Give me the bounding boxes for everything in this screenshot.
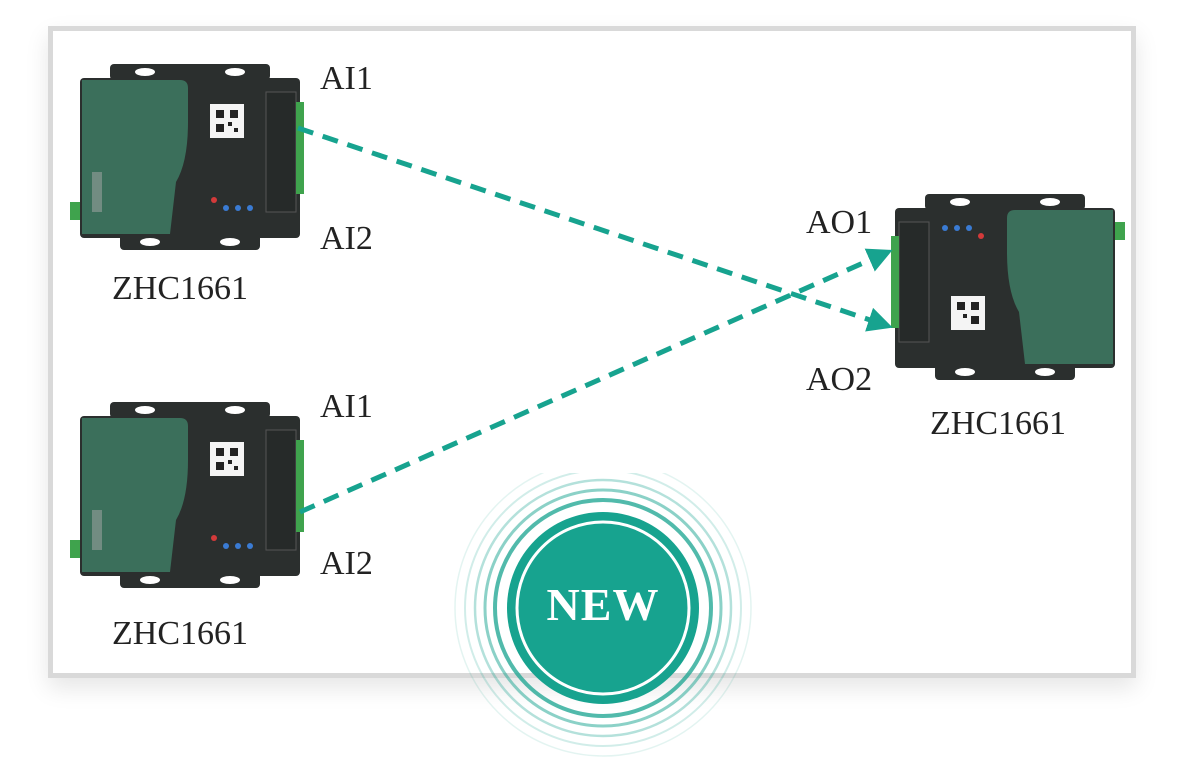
port-label-ai2-bottom: AI2	[320, 545, 373, 582]
connection-arrow-ai1-to-ao2	[297, 125, 893, 332]
port-label-ai1-bottom: AI1	[320, 388, 373, 425]
device-bottom-left	[70, 402, 304, 588]
port-label-ao1: AO1	[806, 204, 873, 241]
connection-arrow-ai2-to-ao1	[298, 248, 893, 515]
device-body	[70, 402, 304, 588]
device-right	[891, 194, 1125, 380]
device-name-bottom-left: ZHC1661	[112, 615, 248, 652]
device-name-right: ZHC1661	[930, 405, 1066, 442]
new-badge	[454, 473, 752, 757]
port-label-ai1-top: AI1	[320, 60, 373, 97]
port-label-ai2-top: AI2	[320, 220, 373, 257]
device-name-top-left: ZHC1661	[112, 270, 248, 307]
device-body	[70, 64, 304, 250]
new-badge-label: NEW	[546, 579, 660, 630]
port-label-ao2: AO2	[806, 361, 873, 398]
device-body	[891, 194, 1125, 380]
device-top-left	[70, 64, 304, 250]
